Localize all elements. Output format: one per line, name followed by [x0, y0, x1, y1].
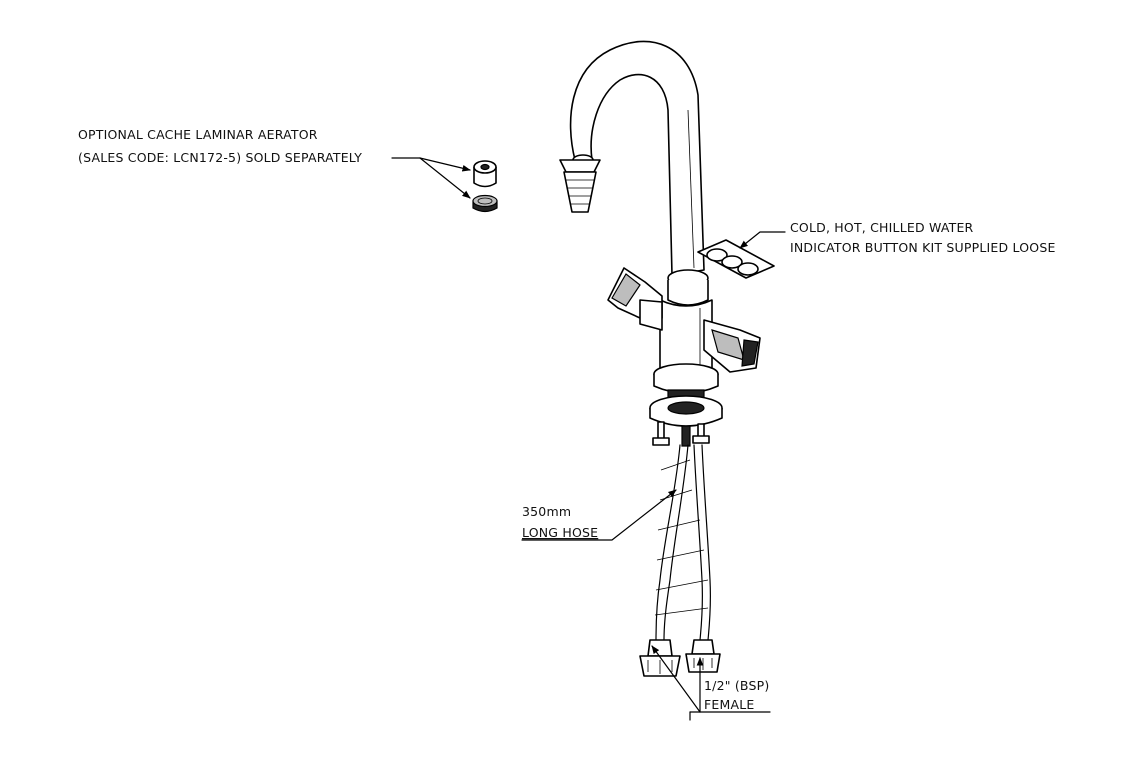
- connector-type-label: FEMALE: [704, 697, 755, 712]
- aerator-callout: OPTIONAL CACHE LAMINAR AERATOR (SALES CO…: [78, 127, 362, 165]
- aerator-parts: [472, 160, 498, 213]
- indicator-callout-line1: COLD, HOT, CHILLED WATER: [790, 220, 974, 235]
- aerator-insert: [472, 194, 498, 213]
- connector-callout: 1/2" (BSP) FEMALE: [704, 678, 769, 712]
- connector-size-label: 1/2" (BSP): [704, 678, 769, 693]
- aerator-body: [473, 160, 497, 188]
- faucet-base: [649, 363, 723, 447]
- hose-callout: 350mm LONG HOSE: [522, 504, 598, 540]
- hoses: [654, 444, 711, 641]
- faucet-body: [607, 267, 761, 378]
- hose-length-label: 350mm: [522, 504, 571, 519]
- hose-type-label: LONG HOSE: [522, 525, 598, 540]
- aerator-callout-line2: (SALES CODE: LCN172-5) SOLD SEPARATELY: [78, 150, 362, 165]
- indicator-callout: COLD, HOT, CHILLED WATER INDICATOR BUTTO…: [790, 220, 1056, 255]
- indicator-callout-line2: INDICATOR BUTTON KIT SUPPLIED LOOSE: [790, 240, 1056, 255]
- spout: [559, 40, 705, 276]
- indicator-button-kit: [697, 239, 775, 279]
- leader-lines: [391, 157, 786, 721]
- aerator-callout-line1: OPTIONAL CACHE LAMINAR AERATOR: [78, 127, 318, 142]
